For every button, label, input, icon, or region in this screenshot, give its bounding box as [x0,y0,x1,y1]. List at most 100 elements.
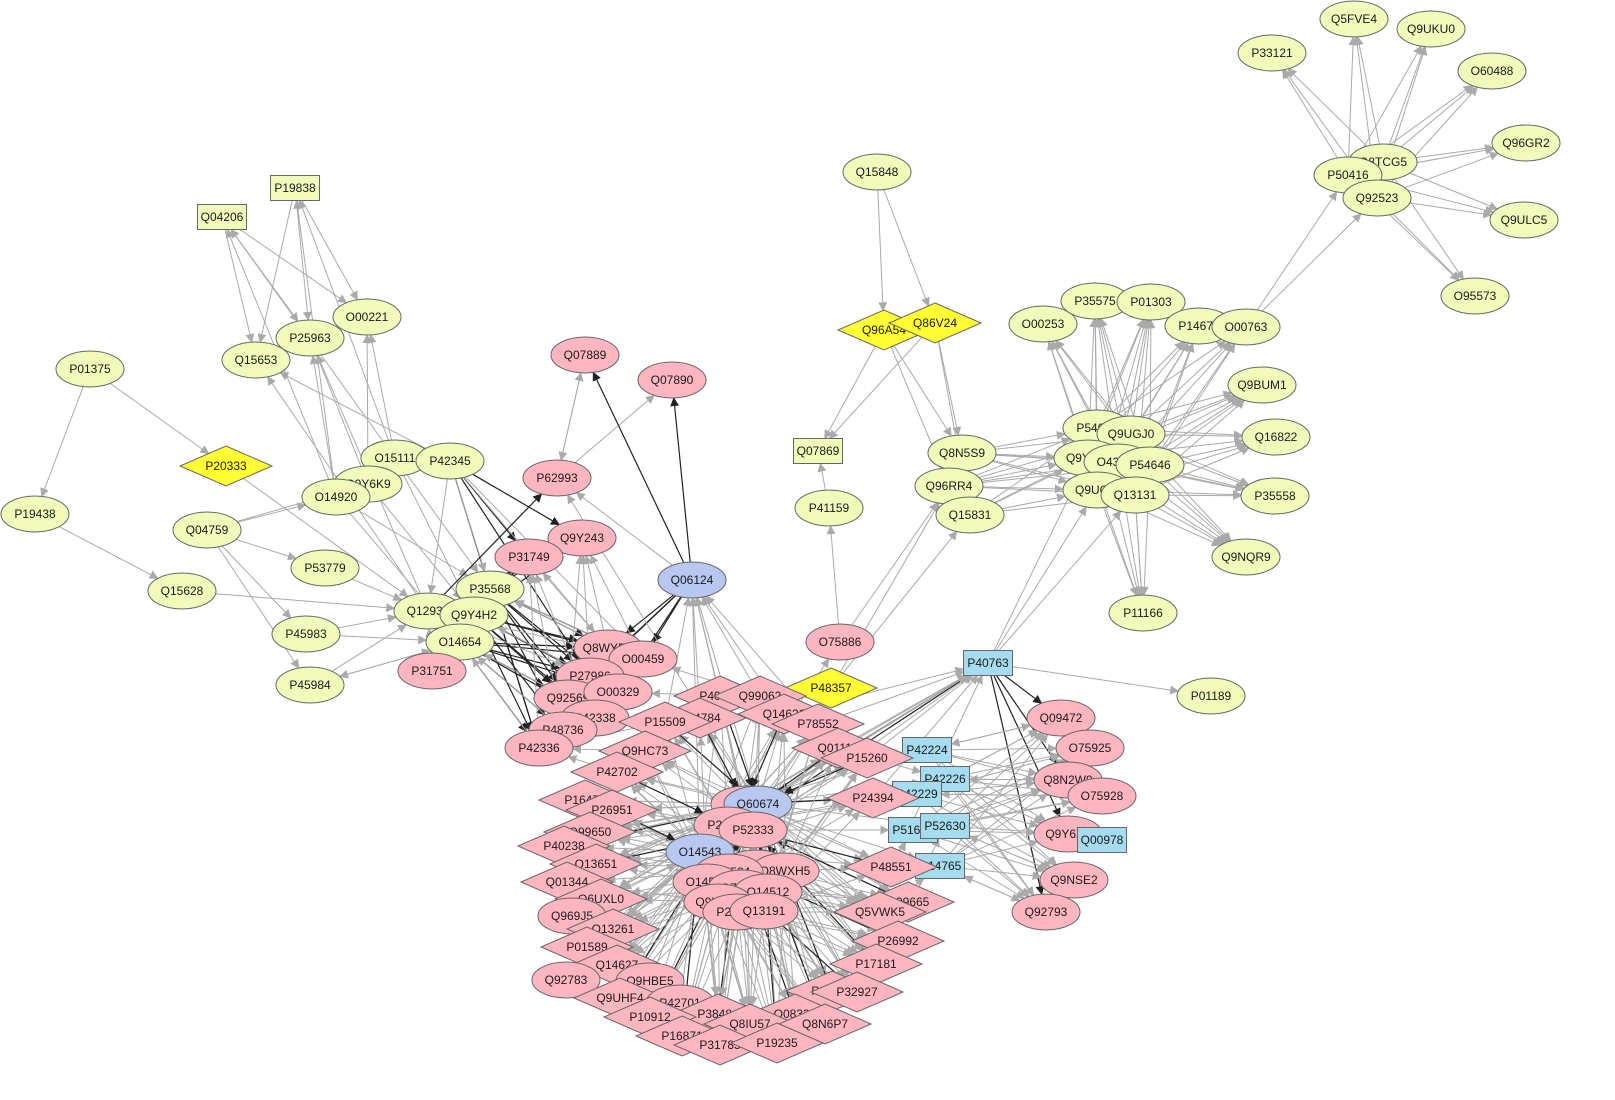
node-label: Q15653 [235,353,278,367]
edge-P48736-to-O14654 [477,656,546,716]
node-Q13131[interactable]: Q13131 [1100,476,1170,514]
node-Q86V24[interactable]: Q86V24 [887,302,983,344]
edge-P42336-to-O14654 [471,657,527,732]
node-Q04759[interactable]: Q04759 [172,511,242,549]
node-P15260[interactable]: P15260 [819,737,915,779]
node-P41159[interactable]: P41159 [794,489,864,527]
node-O14654[interactable]: O14654 [425,623,495,661]
edge-Q15628-to-Q12933 [215,593,396,613]
edge-P42224-to-O75925 [951,744,1057,754]
node-P53779[interactable]: P53779 [290,549,360,587]
edge-P14784-to-Q06124 [688,597,700,699]
node-label: Q12933 [407,604,450,618]
node-P42336[interactable]: P42336 [504,729,574,767]
node-Q9UKU0[interactable]: Q9UKU0 [1396,10,1466,48]
node-label: Q07889 [564,348,607,362]
node-Q9NSE2[interactable]: Q9NSE2 [1039,861,1109,899]
node-P48357[interactable]: P48357 [783,667,879,709]
node-Q09472[interactable]: Q09472 [1026,699,1096,737]
node-Q9Y243[interactable]: Q9Y243 [547,519,617,557]
edge-Q8WYR1-to-P35568 [513,600,584,637]
node-P40763[interactable]: P40763 [963,650,1013,676]
edge-Q13191-to-P26992 [795,917,869,937]
node-Q15628[interactable]: Q15628 [147,572,217,610]
node-P01375[interactable]: P01375 [55,350,125,388]
node-Q9NQR9[interactable]: Q9NQR9 [1211,538,1281,576]
edge-P15260-to-P40763 [883,674,973,746]
node-Q04206[interactable]: Q04206 [197,204,247,230]
node-P20333[interactable]: P20333 [178,445,274,487]
node-Q8N5S9[interactable]: Q8N5S9 [927,434,997,472]
node-Q9BUM1[interactable]: Q9BUM1 [1227,366,1297,404]
node-label: P10912 [629,1010,671,1024]
node-P31749[interactable]: P31749 [494,538,564,576]
node-O75886[interactable]: O75886 [805,623,875,661]
node-P62993[interactable]: P62993 [522,459,592,497]
node-O75928[interactable]: O75928 [1067,777,1137,815]
node-P19838[interactable]: P19838 [270,175,320,201]
node-shape-ellipse [608,640,678,678]
node-O14920[interactable]: O14920 [301,478,371,516]
edge-Q14765-to-Q8N2W9 [958,793,1048,854]
node-O95573[interactable]: O95573 [1440,277,1510,315]
node-P24394[interactable]: P24394 [825,777,921,819]
node-P19438[interactable]: P19438 [0,495,70,533]
node-P01189[interactable]: P01189 [1176,677,1246,715]
node-P31785[interactable]: P31785 [672,1024,768,1066]
node-Q13191[interactable]: Q13191 [729,892,799,930]
node-Q96GR2[interactable]: Q96GR2 [1491,124,1561,162]
node-Q16822[interactable]: Q16822 [1241,418,1311,456]
node-Q07890[interactable]: Q07890 [637,361,707,399]
node-P19235[interactable]: P19235 [729,1022,825,1064]
node-shape-rect [1077,827,1127,853]
node-Q15653[interactable]: Q15653 [221,341,291,379]
node-Q07869[interactable]: Q07869 [793,438,843,464]
node-P35558[interactable]: P35558 [1240,477,1310,515]
node-label: Q9UGJ0 [1108,427,1155,441]
node-P45983[interactable]: P45983 [271,615,341,653]
node-Q00978[interactable]: Q00978 [1077,827,1127,853]
node-P42345[interactable]: P42345 [415,442,485,480]
node-label: P24394 [852,791,894,805]
node-Q07889[interactable]: Q07889 [550,336,620,374]
node-label: Q86V24 [913,316,957,330]
edge-Q92523-to-O95573 [1392,213,1460,281]
node-O00221[interactable]: O00221 [332,298,402,336]
node-Q92783[interactable]: Q92783 [531,961,601,999]
node-P45984[interactable]: P45984 [275,666,345,704]
node-Q15831[interactable]: Q15831 [935,496,1005,534]
node-P25963[interactable]: P25963 [275,319,345,357]
node-shape-ellipse [275,666,345,704]
node-P31751[interactable]: P31751 [397,652,467,690]
node-shape-ellipse [1108,594,1178,632]
node-Q15848[interactable]: Q15848 [842,153,912,191]
node-O60488[interactable]: O60488 [1457,52,1527,90]
node-label: O00459 [622,652,665,666]
edge-P40763-to-Q9Y478 [993,474,1080,651]
node-P52333[interactable]: P52333 [718,811,788,849]
node-Q5FVE4[interactable]: Q5FVE4 [1319,0,1389,38]
edge-Q04759-to-P45983 [221,545,292,619]
node-Q5VWK5[interactable]: Q5VWK5 [832,891,928,933]
node-O00253[interactable]: O00253 [1008,305,1078,343]
node-P48551[interactable]: P48551 [843,846,939,888]
node-P42224[interactable]: P42224 [902,737,952,763]
node-P33121[interactable]: P33121 [1237,34,1307,72]
node-Q92793[interactable]: Q92793 [1011,893,1081,931]
node-O75925[interactable]: O75925 [1055,729,1125,767]
node-P52630[interactable]: P52630 [920,813,970,839]
node-Q9UGJ0[interactable]: Q9UGJ0 [1096,415,1166,453]
node-P11166[interactable]: P11166 [1108,594,1178,632]
node-P01303[interactable]: P01303 [1116,283,1186,321]
node-P42702[interactable]: P42702 [569,751,665,793]
node-P35575[interactable]: P35575 [1060,282,1130,320]
node-O00763[interactable]: O00763 [1211,308,1281,346]
node-Q9ULC5[interactable]: Q9ULC5 [1489,201,1559,239]
node-Q96RR4[interactable]: Q96RR4 [914,467,984,505]
node-shape-ellipse [1227,366,1297,404]
node-Q92523[interactable]: Q92523 [1342,179,1412,217]
node-label: Q15628 [161,584,204,598]
node-O00459[interactable]: O00459 [608,640,678,678]
node-P32927[interactable]: P32927 [809,971,905,1013]
node-Q06124[interactable]: Q06124 [657,561,727,599]
